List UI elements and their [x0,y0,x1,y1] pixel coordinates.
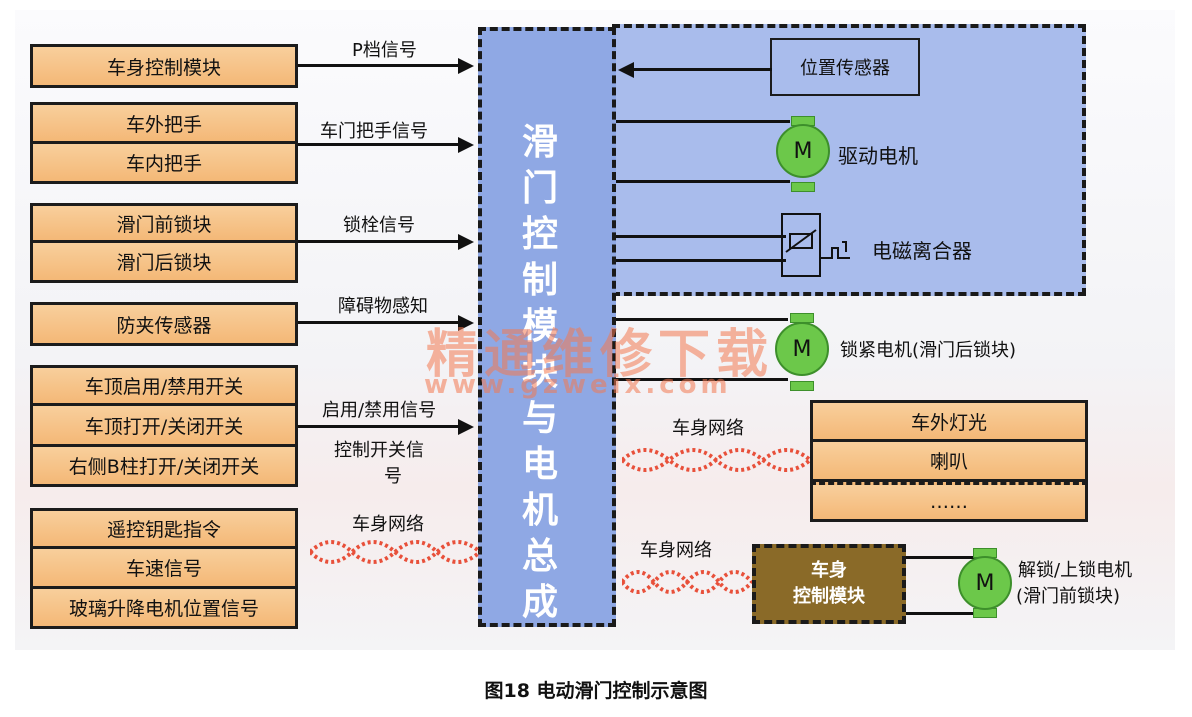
unlock-motor-label: 解锁/上锁电机 [1018,560,1133,581]
input-roof-open-switch: 车顶打开/关闭开关 [30,406,298,447]
clutch-icon [781,213,850,277]
motor-symbol: M [792,336,812,362]
sliding-door-control-module [478,27,616,627]
input-remote-key: 遥控钥匙指令 [30,508,298,549]
input-roof-enable-switch: 车顶启用/禁用开关 [30,365,298,406]
sensor-line [634,68,772,71]
bcm-label-line2: 控制模块 [793,586,865,607]
input-b-pillar-switch: 右侧B柱打开/关闭开关 [30,447,298,487]
signal-line [298,143,460,146]
drive-motor-cap-bottom [791,182,815,192]
module-title-char: 成 [521,582,558,623]
input-label: 滑门前锁块 [116,213,212,236]
output-label: 喇叭 [929,451,968,473]
lock-motor-label: 锁紧电机(滑门后锁块) [840,340,1017,361]
output-horn: 喇叭 [810,442,1088,482]
body-network-label-right-1: 车身网络 [672,418,744,439]
body-control-module: 车身 控制模块 [752,544,906,624]
signal-label-enable: 启用/禁用信号 [322,400,437,421]
input-label: 车速信号 [125,558,202,580]
unlock-motor-icon: M [958,556,1012,610]
clutch-label: 电磁离合器 [872,239,972,263]
signal-label-control-switch-2: 号 [384,466,402,487]
drive-motor-line-top [616,120,790,123]
drive-motor-icon: M [776,124,830,178]
input-rear-lock: 滑门后锁块 [30,243,298,283]
input-label: 遥控钥匙指令 [106,519,221,541]
signal-line [298,321,460,324]
input-label: 车顶打开/关闭开关 [84,415,244,438]
signal-arrow [458,137,474,153]
body-network-label-right-2: 车身网络 [640,540,712,561]
signal-label-p-gear: P档信号 [352,40,417,61]
module-title-char: 滑 [521,122,558,163]
unlock-motor-line-top [906,556,986,559]
input-front-lock: 滑门前锁块 [30,203,298,243]
input-body-control-module: 车身控制模块 [30,44,298,88]
input-label: 车外把手 [125,113,202,136]
module-title: 滑 门 控 制 模 块 与 电 机 总 成 [510,120,570,626]
input-label: 滑门后锁块 [116,252,212,274]
signal-arrow [458,419,474,435]
module-title-char: 块 [521,352,558,393]
module-title-char: 总 [521,536,558,577]
body-network-label-left: 车身网络 [352,514,424,535]
module-title-char: 制 [521,260,558,301]
input-outside-handle: 车外把手 [30,102,298,144]
input-anti-pinch-sensor: 防夹传感器 [30,302,298,346]
module-title-char: 模 [521,306,558,347]
lock-motor-line-top [616,318,788,321]
unlock-motor-line-bottom [906,612,986,615]
output-more: …… [810,482,1088,522]
clutch-line-top [616,235,786,238]
network-twisted-pair-left [310,540,480,564]
network-twisted-pair-right-2 [622,570,752,594]
output-label: …… [930,491,968,513]
signal-label-control-switch: 控制开关信 [334,440,424,461]
drive-motor-label: 驱动电机 [838,144,918,168]
input-label: 车内把手 [125,153,202,175]
input-label: 车顶启用/禁用开关 [84,376,244,398]
position-sensor-label: 位置传感器 [800,58,890,79]
motor-symbol: M [975,570,995,596]
unlock-motor-sublabel: (滑门前锁块) [1016,586,1121,607]
module-title-char: 机 [521,490,558,531]
module-title-char: 电 [521,444,558,485]
input-label: 车身控制模块 [106,56,221,79]
input-label: 玻璃升降电机位置信号 [68,598,259,620]
signal-label-door-handle: 车门把手信号 [320,121,428,142]
module-title-char: 控 [521,214,558,255]
lock-motor-icon: M [775,322,829,376]
lock-motor-cap-bottom [790,381,814,391]
signal-label-obstacle: 障碍物感知 [338,296,428,317]
module-title-char: 与 [521,398,558,439]
module-title-char: 门 [521,168,558,209]
signal-line [298,425,460,428]
signal-label-latch: 锁栓信号 [343,215,415,236]
output-label: 车外灯光 [910,411,987,434]
signal-arrow [458,58,474,74]
input-label: 防夹传感器 [116,314,212,337]
position-sensor: 位置传感器 [770,38,920,96]
output-exterior-lights: 车外灯光 [810,400,1088,442]
drive-motor-line-bottom [616,180,790,183]
lock-motor-line-bottom [616,378,788,381]
network-twisted-pair-right-1 [622,448,810,472]
input-label: 右侧B柱打开/关闭开关 [68,456,260,478]
input-window-motor-position: 玻璃升降电机位置信号 [30,589,298,629]
figure-caption: 图18 电动滑门控制示意图 [484,680,708,702]
clutch-line-bottom [616,259,786,262]
motor-symbol: M [793,138,813,164]
signal-line [298,64,460,67]
signal-arrow [458,315,474,331]
input-inside-handle: 车内把手 [30,144,298,184]
bcm-label-line1: 车身 [811,560,847,581]
sensor-arrow [618,62,634,78]
signal-line [298,240,460,243]
input-vehicle-speed: 车速信号 [30,549,298,589]
signal-arrow [458,234,474,250]
